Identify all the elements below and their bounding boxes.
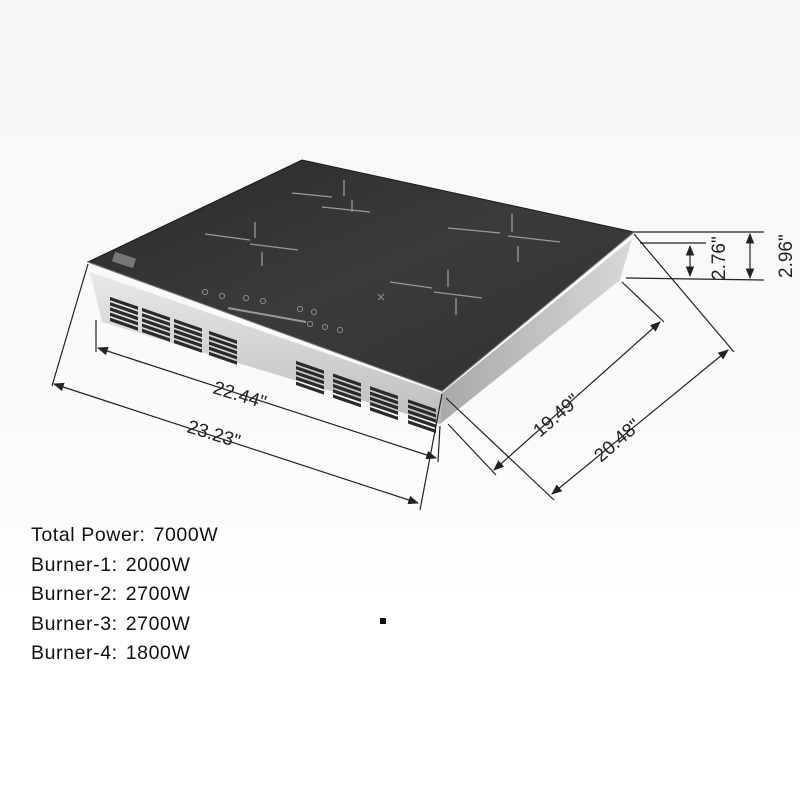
vent-slot [142,313,170,327]
vent-grille [142,307,170,342]
cooktop [86,159,636,434]
vent-slot [110,317,138,331]
inner-depth-label: 19.49" [530,390,585,441]
spec-label: Burner-4 [31,642,112,664]
width-inner-extension-right [437,425,441,463]
burner-4-mark [389,270,483,315]
depth-inner-extension-bottom [447,423,497,476]
vent-slot [110,302,138,316]
inner-height-label: 2.76" [709,236,730,280]
control-panel [111,251,385,334]
outer-height-label: 2.96" [776,234,797,278]
vent-slot [209,330,237,344]
depth-outer-extension-bottom [445,397,555,501]
spec-row-burner-2: Burner-2:2700W [31,580,218,610]
vent-grille [110,296,138,331]
spec-separator: : [139,524,146,546]
timer-button-icon[interactable] [242,294,250,302]
bullet-dot [380,618,386,624]
vent-slot [142,307,170,321]
vent-slot [142,328,170,342]
burner-1-mark [291,180,371,213]
vent-slot [142,323,170,337]
vent-slot [142,318,170,332]
width-outer-extension-right [419,393,443,511]
vent-slot [209,336,237,350]
vent-slot [174,329,202,343]
glass-top [86,159,636,392]
spec-row-burner-3: Burner-3:2700W [31,610,218,640]
width-outer-arrow [52,382,420,505]
cross-indicator-icon [377,293,385,301]
power-button-icon[interactable] [201,288,209,296]
inner-width-label: 22.44" [211,378,269,414]
minus-button-icon[interactable] [259,297,267,305]
vent-slot [110,307,138,321]
settings-button-icon[interactable] [336,326,344,334]
spec-value: 7000W [153,524,219,546]
plus-button-icon[interactable] [296,305,304,313]
spec-separator: : [111,642,118,664]
spec-row-burner-4: Burner-4:1800W [31,639,218,669]
spec-label: Burner-3 [31,612,112,635]
burner-3-mark [447,214,561,262]
spec-separator: : [111,612,118,635]
pause-button-icon[interactable] [321,323,329,331]
power-slider[interactable] [227,307,307,323]
depth-inner-extension-top [621,281,665,323]
vent-slot [110,312,138,326]
spec-separator: : [111,553,118,576]
zone-select-icon[interactable] [306,320,314,328]
vent-slot [174,324,202,338]
height-extension-bottom [625,277,765,281]
brand-logo [111,251,137,269]
spec-label: Burner-1 [31,553,112,576]
vent-slot [110,296,138,310]
spec-value: 1800W [125,642,191,664]
vent-slot [174,318,202,332]
width-outer-extension-left [51,263,89,387]
burner-marks [204,180,561,315]
spec-row-total-power: Total Power:7000W [31,521,218,551]
outer-depth-label: 20.48" [591,415,646,466]
depth-outer-arrow [551,349,729,495]
outer-width-label: 23.23" [185,417,243,453]
spec-value: 2000W [125,553,191,576]
lock-button-icon[interactable] [218,292,226,300]
spec-label: Burner-2 [31,583,112,605]
boost-button-icon[interactable] [310,308,318,316]
spec-label: Total Power [31,524,140,546]
vent-slot [174,334,202,348]
spec-separator: : [111,583,118,605]
spec-value: 2700W [125,583,191,605]
depth-outer-extension-top [633,233,735,353]
dimension-lines [51,231,765,511]
spec-row-burner-1: Burner-1:2000W [31,551,218,581]
power-specs: Total Power:7000W Burner-1:2000W Burner-… [31,521,218,669]
burner-2-mark [204,222,299,266]
spec-value: 2700W [125,612,191,635]
